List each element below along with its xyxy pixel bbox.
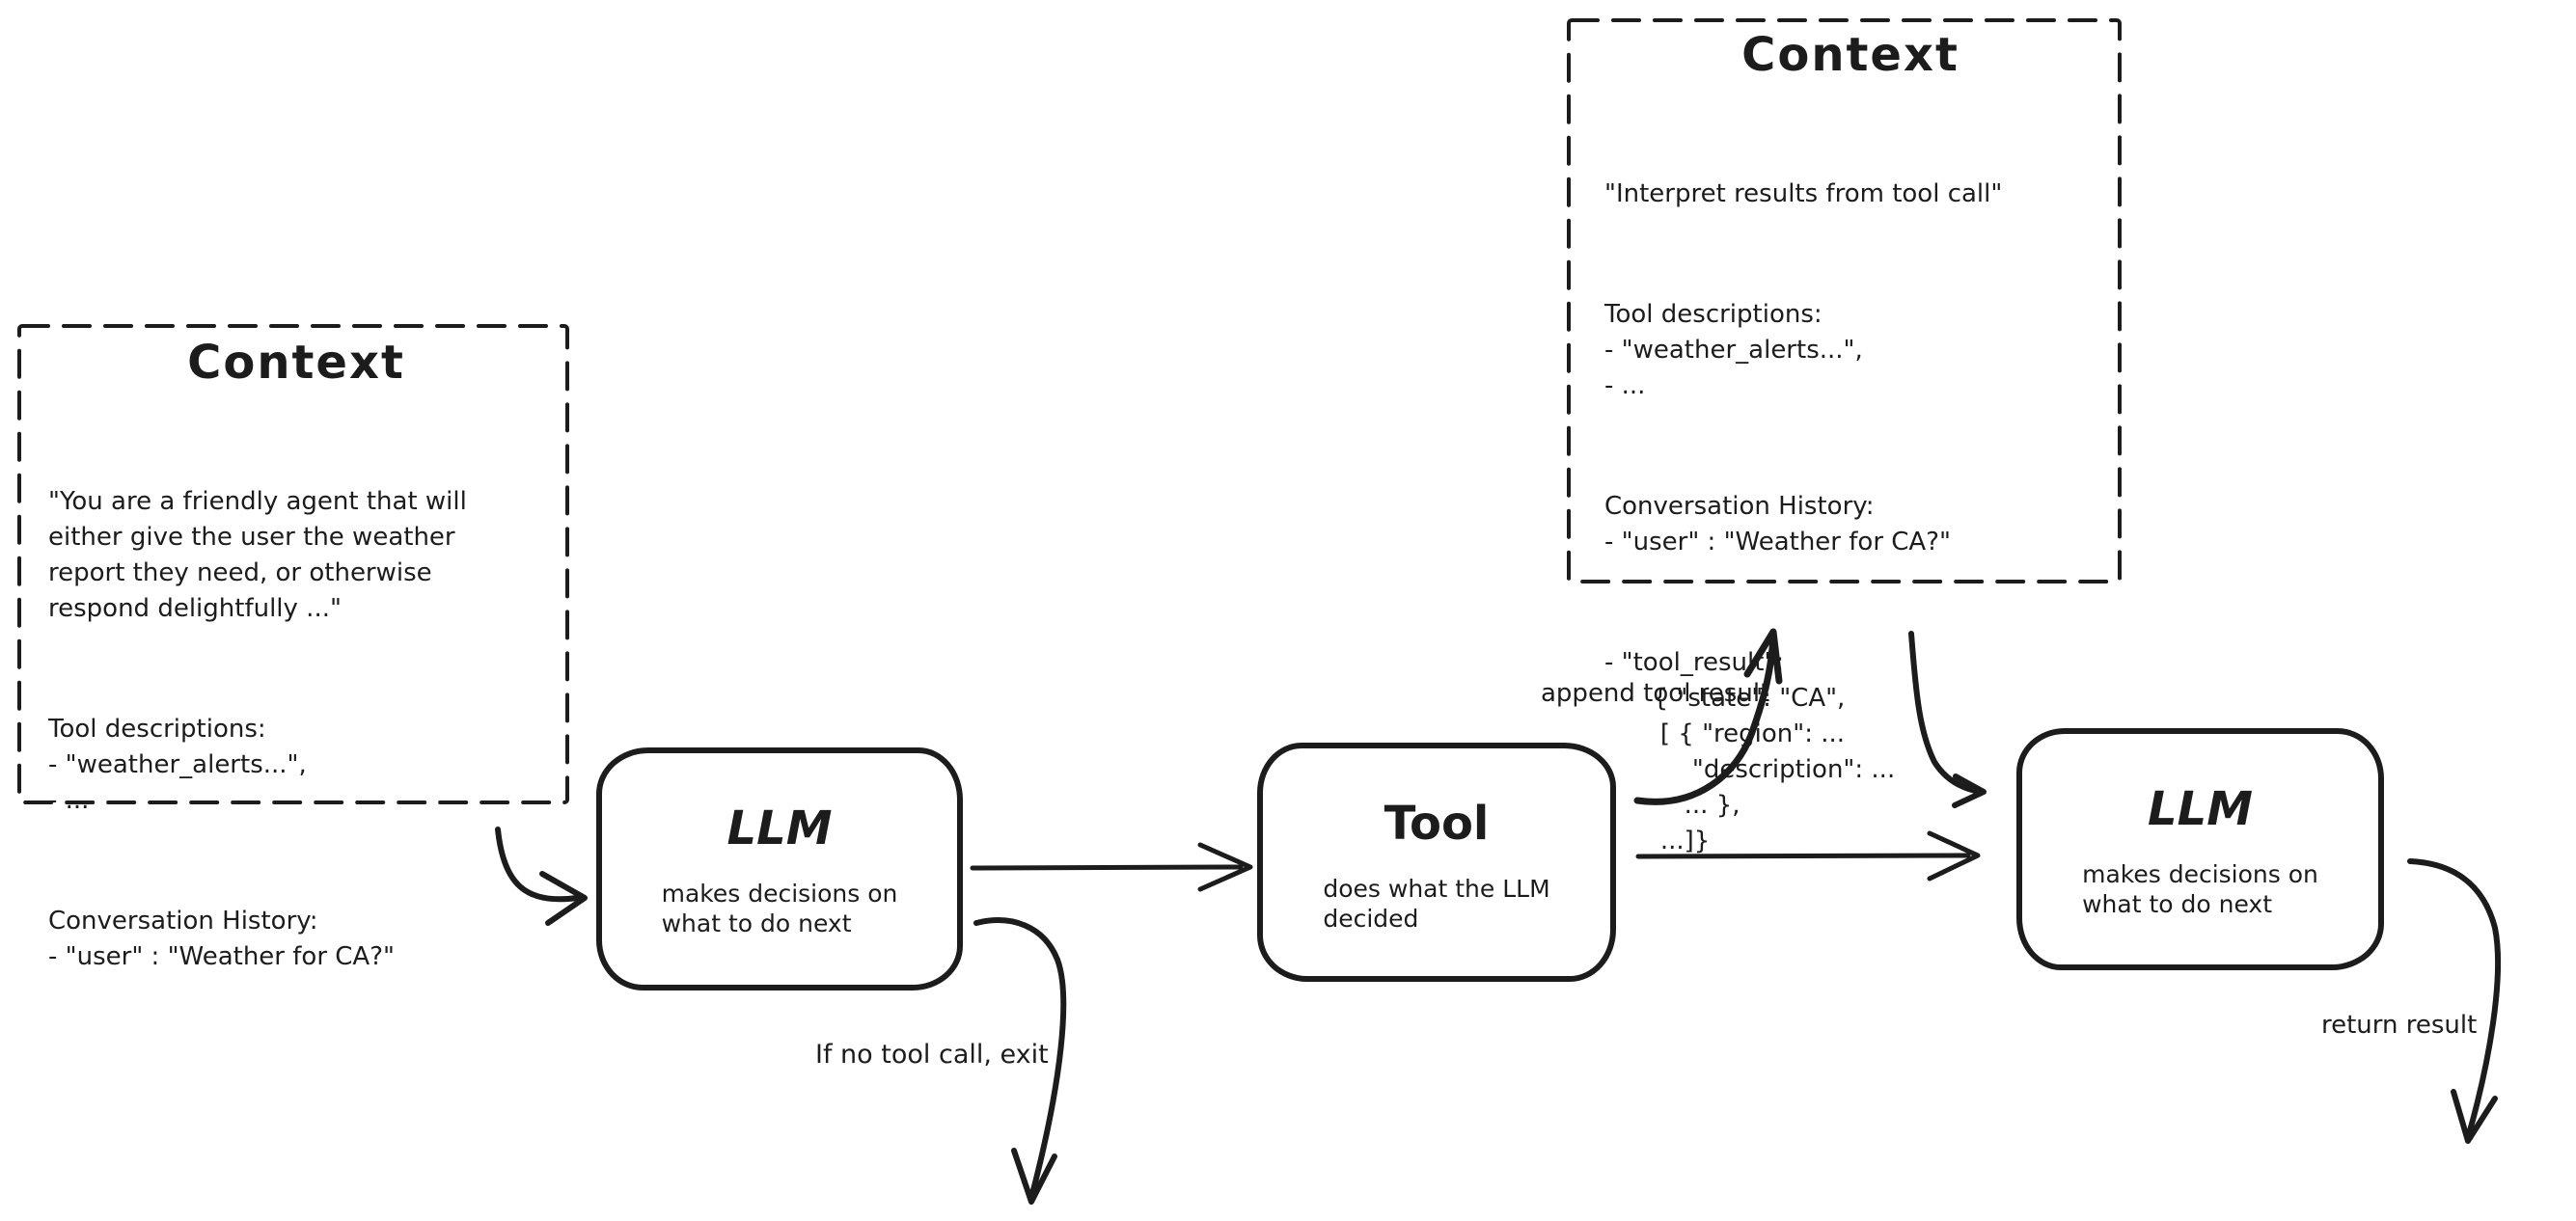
arrow-context-to-llm2: [1908, 631, 1987, 808]
context-left-title: Context: [187, 336, 405, 390]
tool-node-subtitle: does what the LLM decided: [1323, 875, 1550, 933]
llm-node-second-title: LLM: [2148, 782, 2253, 836]
context-left-border: [17, 324, 569, 804]
arrow-llm2-return: [2407, 858, 2502, 1144]
tool-descriptions-text: Tool descriptions: - "weather_alerts..."…: [1604, 300, 1863, 400]
tool-descriptions-text: Tool descriptions: - "weather_alerts..."…: [48, 715, 307, 815]
tool-node-title: Tool: [1384, 797, 1490, 851]
context-right-border: [1567, 18, 2122, 583]
arrow-llm1-to-tool: [970, 842, 1253, 892]
arrow-tool-to-context: [1633, 628, 1783, 805]
system-prompt-text: "You are a friendly agent that will eith…: [48, 487, 467, 623]
edge-label-return-result: return result: [2321, 1011, 2478, 1040]
edge-label-if-no-tool-call-exit: If no tool call, exit: [815, 1040, 1049, 1070]
tool-result-json-text: - "tool_result": { "state": "CA", [ { "r…: [1604, 648, 1896, 855]
edge-label-append-tool-result: append tool result: [1541, 679, 1770, 708]
conversation-history-text: Conversation History: - "user" : "Weathe…: [48, 907, 395, 971]
llm-node-second-subtitle: makes decisions on what to do next: [2082, 860, 2318, 918]
llm-node-first: LLM makes decisions on what to do next: [596, 747, 963, 990]
context-left-body: "You are a friendly agent that will eith…: [48, 413, 544, 1060]
context-right-title: Context: [1741, 28, 1959, 82]
interpret-results-text: "Interpret results from tool call": [1604, 179, 2003, 208]
conversation-history-text: Conversation History: - "user" : "Weathe…: [1604, 492, 1951, 556]
llm-node-first-subtitle: makes decisions on what to do next: [661, 880, 898, 937]
llm-node-first-title: LLM: [726, 801, 833, 855]
llm-node-second: LLM makes decisions on what to do next: [2016, 728, 2384, 970]
context-right-body: "Interpret results from tool call" Tool …: [1604, 105, 2096, 944]
tool-node: Tool does what the LLM decided: [1257, 743, 1616, 982]
context-box-system-prompt: Context "You are a friendly agent that w…: [19, 326, 567, 971]
arrow-context-to-llm1: [495, 827, 588, 926]
context-box-tool-result: Context "Interpret results from tool cal…: [1569, 20, 2120, 855]
arrow-tool-to-llm2: [1635, 830, 1981, 882]
arrow-llm1-exit: [973, 917, 1067, 1205]
